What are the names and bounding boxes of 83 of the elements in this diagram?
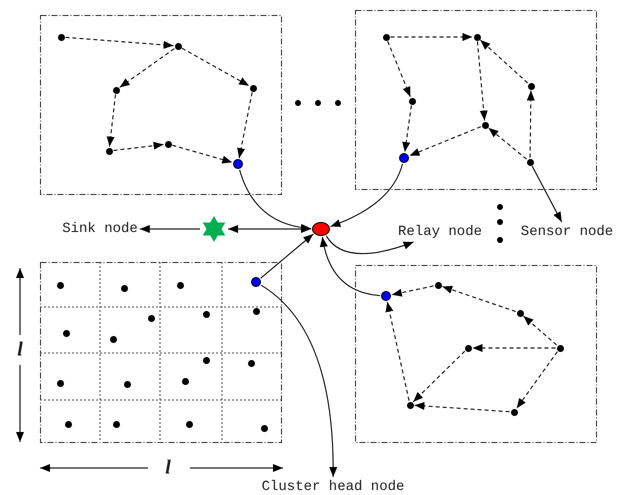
sensor-node	[112, 420, 120, 428]
dimension-label: l	[17, 338, 23, 362]
sensor-node	[124, 380, 130, 388]
sensor-node	[56, 380, 64, 386]
dashed-arrow	[391, 285, 434, 297]
node-label: Relay node	[398, 224, 482, 240]
sensor-node	[110, 336, 116, 342]
dashed-arrow	[522, 315, 558, 346]
cluster-head-node	[233, 159, 243, 169]
node-label: Cluster head node	[262, 479, 404, 495]
arrow	[330, 163, 404, 227]
cluster-head-node	[381, 291, 391, 301]
dashed-arrow	[172, 144, 233, 164]
dashed-arrow	[119, 48, 175, 88]
sensor-node	[250, 84, 256, 92]
dashed-arrow	[516, 351, 558, 409]
sensor-node	[202, 310, 210, 318]
relay-node	[312, 222, 330, 236]
arrow	[532, 165, 562, 222]
sensor-node	[176, 282, 184, 288]
sensor-node	[260, 424, 268, 432]
cluster-head-node	[399, 153, 409, 163]
sensor-node	[120, 284, 128, 292]
dashed-arrow	[64, 36, 174, 49]
double-arrow	[228, 225, 312, 233]
sensor-node	[252, 308, 260, 314]
sensor-node	[202, 356, 210, 364]
dashed-arrow	[442, 286, 516, 312]
dashed-arrow	[526, 90, 535, 158]
dashed-arrow	[386, 301, 410, 402]
sensor-node	[148, 314, 154, 322]
dashed-arrow	[237, 92, 253, 159]
sensor-node	[528, 82, 534, 90]
sensor-node	[408, 98, 416, 104]
dashed-arrow	[476, 40, 488, 122]
sensor-node	[406, 402, 414, 408]
cluster-region	[40, 15, 282, 195]
sink-star	[201, 216, 227, 242]
sensor-node	[62, 330, 70, 336]
dimension-label: l	[165, 456, 171, 480]
dashed-arrow	[181, 48, 250, 86]
sensor-node	[482, 122, 488, 128]
dashed-arrow	[488, 127, 528, 160]
arrow	[260, 234, 314, 279]
node-label: Sink node	[62, 221, 138, 237]
sensor-node	[174, 42, 182, 50]
sensor-node	[464, 344, 472, 352]
dashed-arrow	[390, 33, 473, 41]
sensor-node	[556, 344, 564, 352]
dashed-arrow	[412, 350, 466, 402]
dashed-arrow	[112, 142, 164, 151]
sensor-node	[182, 378, 188, 384]
cluster-region	[355, 10, 597, 190]
dashed-arrow	[387, 40, 411, 98]
arrow	[239, 169, 312, 232]
sensor-node	[248, 360, 254, 366]
sensor-node	[58, 34, 64, 40]
dashed-arrow	[106, 94, 116, 148]
node-label: Sensor node	[520, 224, 614, 240]
sensor-node	[516, 310, 524, 316]
cluster-region	[355, 265, 597, 443]
sensor-node	[474, 34, 480, 40]
arrow	[320, 236, 381, 296]
sensor-node	[64, 420, 72, 428]
sensor-node	[434, 282, 442, 288]
sensor-node	[526, 158, 534, 166]
sensor-node	[56, 282, 64, 288]
cluster-head-node	[251, 277, 261, 287]
dashed-arrow	[480, 40, 528, 84]
sensor-node	[106, 148, 112, 154]
sensor-grid	[40, 262, 282, 443]
sensor-node	[510, 408, 518, 416]
sensor-node	[112, 86, 120, 94]
sensor-node	[186, 420, 192, 428]
dashed-arrow	[472, 344, 556, 352]
arrow	[260, 284, 338, 478]
dashed-arrow	[402, 104, 412, 153]
dashed-arrow	[414, 402, 510, 412]
sensor-node	[164, 140, 172, 148]
arrow	[326, 235, 414, 254]
dashed-arrow	[409, 126, 482, 156]
arrow	[139, 225, 200, 233]
sensor-node	[382, 34, 390, 40]
